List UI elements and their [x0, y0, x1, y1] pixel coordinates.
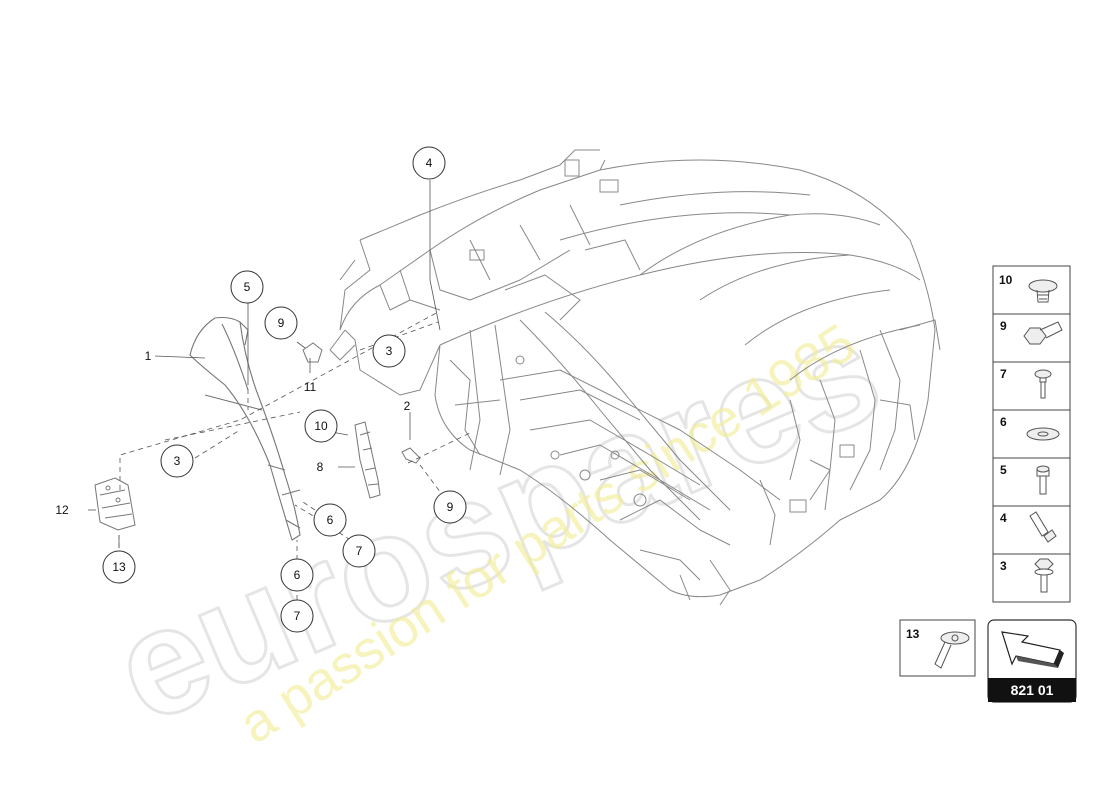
callout-9b-circle	[433, 490, 467, 524]
reference-badge: 821 01	[987, 619, 1077, 703]
callout-7a-label: 7	[356, 544, 363, 558]
leader-lines	[88, 180, 441, 548]
callout-4-label: 4	[426, 156, 433, 170]
callout-3b-circle	[160, 444, 194, 478]
callout-9a-circle	[264, 306, 298, 340]
callout-13-circle	[102, 550, 136, 584]
legend-number: 10	[999, 273, 1013, 287]
callout-6a: 6	[313, 503, 347, 537]
callout-9b-label: 9	[447, 500, 454, 514]
callout-13: 13	[102, 550, 136, 584]
legend-row-9: 9	[1000, 319, 1063, 345]
legend-number: 5	[1000, 463, 1007, 477]
callout-2-label: 2	[404, 399, 411, 413]
callout-8-label: 8	[317, 460, 324, 474]
callout-3b-label: 3	[174, 454, 181, 468]
callout-9a: 9	[264, 306, 298, 340]
legend-row-3: 3	[1000, 558, 1054, 593]
callout-7b-label: 7	[294, 609, 301, 623]
trim-strip-illustration	[354, 421, 381, 499]
callout-7a: 7	[342, 534, 376, 568]
callout-9b: 9	[433, 490, 467, 524]
legend-number: 9	[1000, 319, 1007, 333]
callout-13-label: 13	[112, 560, 126, 574]
callout-11-label: 11	[304, 380, 317, 394]
small-bracket-illustration	[302, 342, 323, 363]
callout-6a-circle	[313, 503, 347, 537]
callout-3b: 3	[160, 444, 194, 478]
callout-3a-circle	[372, 334, 406, 368]
callout-7a-circle	[342, 534, 376, 568]
extra-part-frame	[899, 619, 976, 677]
clip-bracket-illustration	[401, 447, 421, 464]
rivet-icon	[934, 631, 970, 669]
callout-5-circle	[230, 270, 264, 304]
callout-10-circle	[304, 409, 338, 443]
callout-12: 12	[55, 503, 69, 517]
collar-screw-icon	[1034, 558, 1054, 593]
wheel-arch-liner-illustration	[189, 316, 301, 541]
flange-screw-icon	[1034, 369, 1052, 399]
clip-icon	[1028, 279, 1058, 303]
legend-number: 4	[1000, 511, 1007, 525]
arrow-icon	[1001, 631, 1064, 668]
callout-2: 2	[404, 399, 411, 413]
callout-6b-label: 6	[294, 568, 301, 582]
callout-3a-label: 3	[386, 344, 393, 358]
hex-bolt-icon	[1023, 321, 1063, 345]
callout-4: 4	[412, 146, 446, 180]
legend-row-7: 7	[1000, 367, 1052, 399]
extra-part-number: 13	[906, 627, 920, 641]
callout-6b: 6	[280, 558, 314, 592]
reference-code: 821 01	[1011, 682, 1054, 698]
callout-6a-label: 6	[327, 513, 334, 527]
callout-1-label: 1	[145, 349, 152, 363]
washer-icon	[1026, 427, 1060, 441]
legend-row-5: 5	[1000, 463, 1050, 495]
reference-code-bar	[988, 678, 1076, 702]
legend-row-4: 4	[1000, 511, 1057, 543]
callout-4-circle	[412, 146, 446, 180]
watermark: eurospares a passion for parts since 198…	[90, 282, 903, 756]
callout-10: 10	[304, 409, 338, 443]
callout-7b-circle	[280, 599, 314, 633]
legend-number: 7	[1000, 367, 1007, 381]
legend-number: 3	[1000, 559, 1007, 573]
legend-number: 6	[1000, 415, 1007, 429]
callout-7b: 7	[280, 599, 314, 633]
callout-12-label: 12	[55, 503, 69, 517]
callout-10-label: 10	[314, 419, 328, 433]
bracket-illustration	[94, 477, 136, 531]
legend-row-6: 6	[1000, 415, 1060, 441]
legend-row-10: 10	[999, 273, 1058, 303]
legend-dividers	[993, 313, 1070, 555]
callout-8: 8	[317, 460, 324, 474]
callout-6b-circle	[280, 558, 314, 592]
expansion-nut-icon	[1029, 511, 1057, 543]
car-body-illustration	[329, 149, 941, 606]
callout-3a: 3	[372, 334, 406, 368]
callout-1: 1	[145, 349, 152, 363]
callout-5: 5	[230, 270, 264, 304]
callout-5-label: 5	[244, 280, 251, 294]
callout-11: 11	[304, 380, 317, 394]
callout-9a-label: 9	[278, 316, 285, 330]
extra-part-box: 13	[899, 619, 976, 677]
parts-legend: 10 9 7 6	[992, 265, 1071, 603]
torx-screw-icon	[1036, 465, 1050, 495]
